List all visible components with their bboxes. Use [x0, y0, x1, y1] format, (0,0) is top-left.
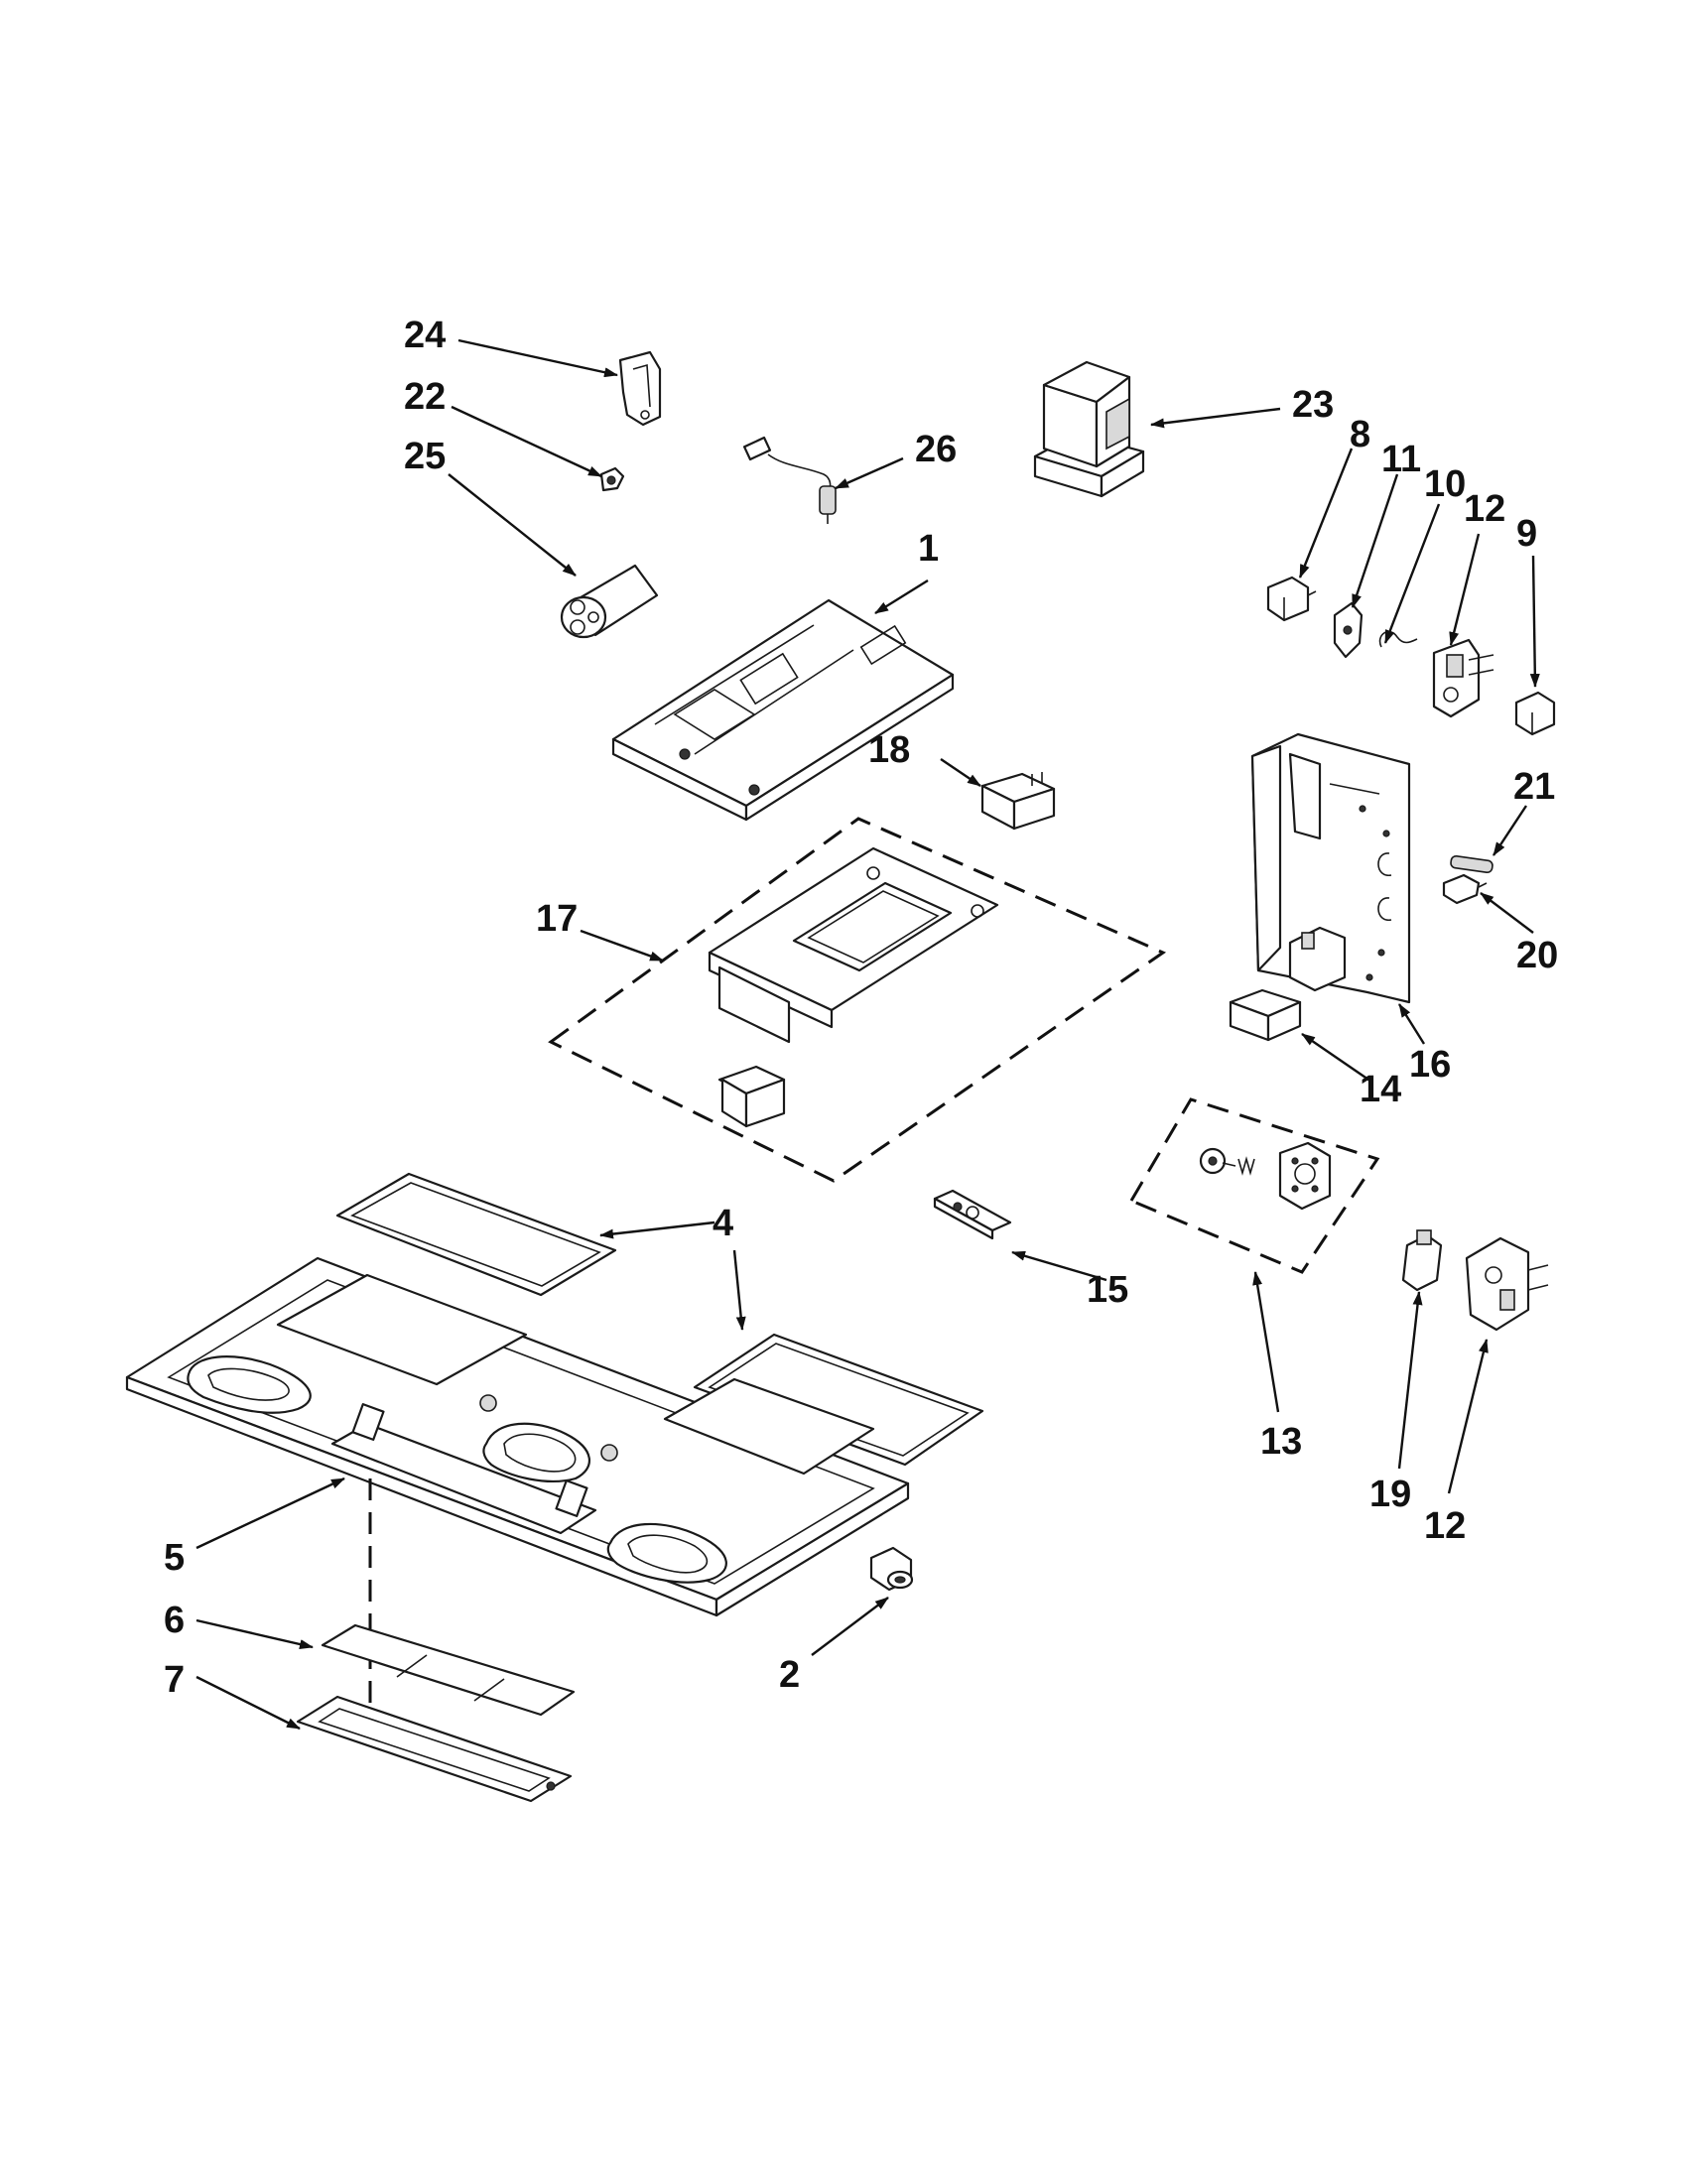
part-9-switch — [1514, 691, 1556, 736]
callout-1: 1 — [918, 528, 939, 570]
callout-11: 11 — [1381, 439, 1421, 480]
part-1-mounting-plate — [611, 598, 955, 822]
part-15-switch-bracket — [933, 1189, 1012, 1240]
part-10-spring — [1378, 630, 1418, 648]
callout-9: 9 — [1516, 513, 1537, 555]
callout-12-upper: 12 — [1464, 488, 1505, 530]
part-26-wire-fuse — [742, 436, 837, 524]
part-25-capacitor — [560, 564, 659, 639]
callout-13: 13 — [1260, 1421, 1302, 1463]
callout-labels: 24 22 25 26 23 1 8 11 10 12 9 18 17 21 2… — [164, 315, 1558, 1701]
part-7-lens-frame — [296, 1695, 573, 1803]
part-21-fuse — [1450, 854, 1493, 874]
part-6-lens — [321, 1623, 576, 1717]
part-13-latch-assembly — [1199, 1141, 1332, 1211]
callout-8: 8 — [1350, 414, 1370, 455]
callout-19: 19 — [1369, 1474, 1411, 1515]
callout-21: 21 — [1513, 766, 1555, 808]
part-24-bracket — [618, 350, 662, 427]
part-5-bottom-plate — [125, 1256, 910, 1617]
callout-25: 25 — [404, 436, 446, 477]
part-22-clip — [599, 466, 625, 492]
callout-7: 7 — [164, 1659, 185, 1701]
callout-16: 16 — [1409, 1044, 1451, 1086]
leader-lines — [195, 338, 1540, 1731]
part-16-bracket — [1250, 732, 1411, 1004]
part-12-lower-switch-holder — [1465, 1236, 1549, 1332]
part-17-bracket-assembly — [708, 846, 999, 1128]
callout-10: 10 — [1424, 463, 1466, 505]
callout-23: 23 — [1292, 384, 1334, 426]
part-23-transformer — [1033, 360, 1145, 498]
callout-6: 6 — [164, 1600, 185, 1641]
callout-26: 26 — [915, 429, 957, 470]
part-14-relay — [1229, 988, 1302, 1042]
callout-18: 18 — [868, 729, 910, 771]
part-19-switch — [1401, 1229, 1443, 1292]
part-11-actuator — [1333, 601, 1363, 659]
callout-15: 15 — [1087, 1269, 1128, 1311]
part-4-filter-left — [335, 1172, 617, 1297]
part-8-switch — [1266, 576, 1317, 622]
part-12-upper-switch-holder — [1432, 638, 1494, 718]
callout-14: 14 — [1360, 1069, 1401, 1110]
callout-22: 22 — [404, 376, 446, 418]
part-13-boundary — [1128, 1097, 1380, 1274]
part-20-terminal — [1442, 873, 1488, 905]
part-2-socket — [869, 1546, 914, 1592]
part-17-boundary — [548, 817, 1167, 1183]
part-18-relay — [980, 772, 1056, 831]
callout-4: 4 — [713, 1203, 733, 1244]
callout-2: 2 — [779, 1654, 800, 1696]
callout-5: 5 — [164, 1537, 185, 1579]
callout-20: 20 — [1516, 935, 1558, 976]
callout-24: 24 — [404, 315, 446, 356]
callout-17: 17 — [536, 898, 578, 940]
callout-12-lower: 12 — [1424, 1505, 1466, 1547]
